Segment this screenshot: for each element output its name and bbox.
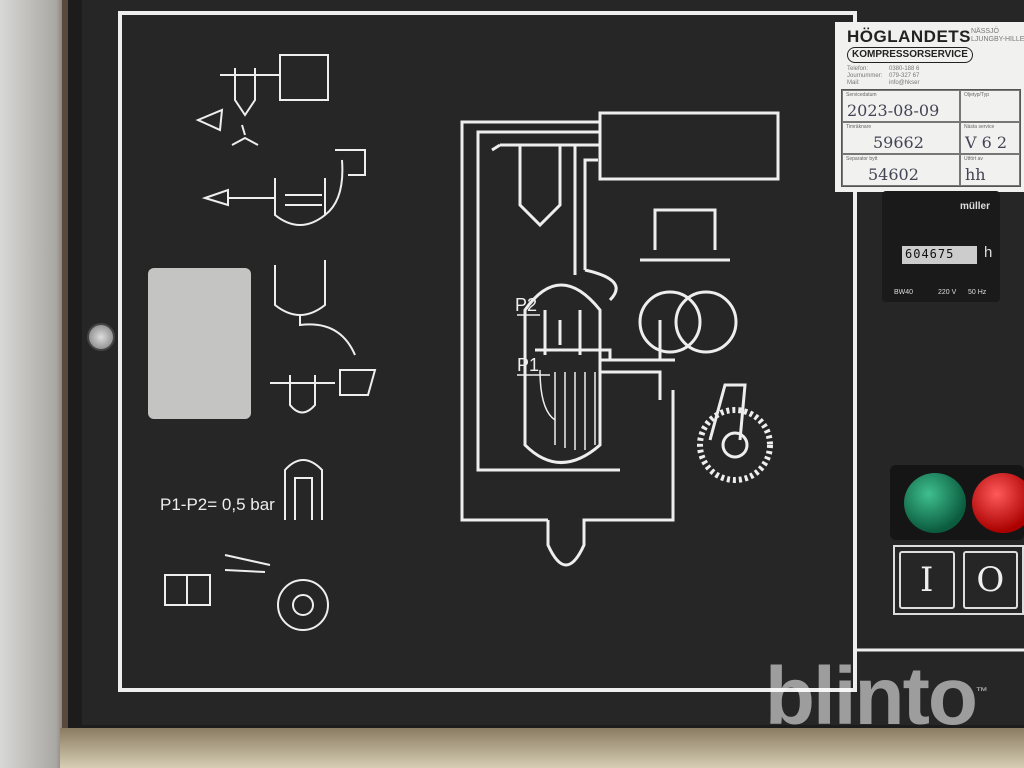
start-stop-buttons: I O — [893, 545, 1024, 615]
field-service-date: Servicedatum 2023-08-09 — [842, 90, 960, 122]
p1-label: P1 — [517, 355, 539, 375]
contact-label: Mail: — [847, 80, 860, 86]
pressure-note: P1-P2= 0,5 bar — [160, 495, 275, 514]
counter-voltage: 220 V — [938, 289, 957, 296]
off-indicator-lamp — [972, 473, 1024, 533]
field-separator-changed: Separator bytt 54602 — [842, 154, 960, 186]
watermark-tm: ™ — [976, 684, 988, 699]
city: NÄSSJÖ — [971, 28, 1000, 35]
field-performed-by: Utfört av hh — [960, 154, 1020, 186]
field-label: Servicedatum — [846, 92, 877, 98]
on-indicator-lamp — [904, 473, 966, 533]
field-value: 59662 — [873, 133, 924, 152]
city: LJUNGBY-HILLERST — [971, 36, 1024, 43]
cabinet-base — [60, 728, 1024, 768]
counter-frequency: 50 Hz — [968, 289, 987, 296]
service-brand: HÖGLANDETS — [847, 27, 971, 46]
field-value: 54602 — [868, 165, 919, 184]
watermark: blinto™ — [764, 650, 988, 744]
field-value: V 6 2 — [965, 133, 1008, 152]
hour-counter: müller 604675 h BW40 220 V 50 Hz — [882, 191, 1000, 302]
service-brand-sub: KOMPRESSORSERVICE — [847, 47, 973, 63]
main-circuit — [460, 111, 780, 567]
field-next-service: Nästa service V 6 2 — [960, 122, 1020, 154]
field-value: hh — [965, 165, 986, 184]
counter-brand: müller — [959, 201, 990, 212]
counter-unit: h — [984, 244, 993, 261]
field-label: Oljetyp/Typ — [964, 92, 990, 98]
field-value: 2023-08-09 — [847, 101, 940, 120]
field-label: Nästa service — [964, 124, 995, 130]
background-wall — [0, 0, 70, 768]
watermark-text: blinto — [764, 651, 978, 742]
contact-label: Telefon: — [847, 66, 869, 72]
field-label: Utfört av — [964, 156, 983, 162]
contact-value: 079-327 67 — [889, 73, 920, 79]
separator-element — [517, 314, 596, 450]
counter-reading: 604675 — [902, 246, 977, 264]
service-fields: Servicedatum 2023-08-09 Oljetyp/Typ Timrä… — [841, 89, 1021, 187]
contact-value: info@hkser — [889, 80, 920, 86]
counter-model: BW40 — [894, 289, 914, 296]
screw — [87, 323, 115, 351]
p2-label: P2 — [515, 295, 537, 315]
stop-button[interactable]: O — [962, 551, 1018, 609]
contact-value: 0380-188 6 — [889, 66, 920, 72]
field-label: Timräknare — [846, 124, 872, 130]
contact-info: Telefon: 0380-188 6 Journummer: 079-327 67… — [847, 66, 919, 87]
contact-label: Journummer: — [847, 73, 883, 79]
indicator-lamps — [890, 465, 1024, 540]
start-button[interactable]: I — [899, 551, 955, 609]
blank-label-plate — [148, 268, 251, 419]
maintenance-icons — [164, 54, 377, 631]
field-label: Separator bytt — [846, 156, 878, 162]
field-oil-type: Oljetyp/Typ — [960, 90, 1020, 122]
